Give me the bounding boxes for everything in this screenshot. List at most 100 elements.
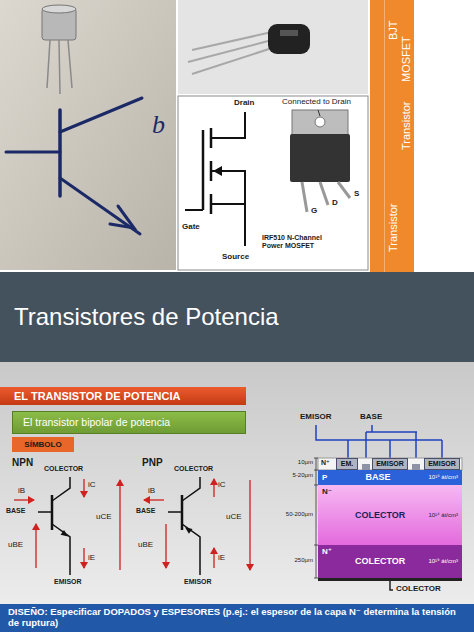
leader-line xyxy=(318,110,320,116)
terminal-name: EMISOR xyxy=(184,578,212,586)
lead xyxy=(192,32,272,50)
current-name: iC xyxy=(88,480,96,489)
bar-caption: MOSFET xyxy=(400,36,413,82)
current-name: iB xyxy=(148,486,155,495)
current-name: iE xyxy=(218,553,225,562)
node-text: P xyxy=(322,473,327,482)
ink-collector xyxy=(60,98,142,132)
paper-photo xyxy=(0,0,176,270)
drawing-part xyxy=(168,511,182,513)
symbol-type: PNP xyxy=(142,457,163,469)
bar-divider xyxy=(384,0,385,272)
to92-body xyxy=(268,24,310,54)
voltage-name: uBE xyxy=(8,540,23,549)
source-wire xyxy=(211,204,245,246)
design-note-bar: DISEÑO: Especificar DOPADOS y ESPESORES … xyxy=(0,604,474,632)
dimension-line xyxy=(316,458,317,578)
body-wire xyxy=(211,171,245,204)
node-text: EL TRANSISTOR DE POTENCIA xyxy=(14,390,180,403)
symbol-tag: SÍMBOLO xyxy=(12,437,74,452)
emitter-wire xyxy=(441,440,443,458)
drawing-part xyxy=(83,548,84,568)
lead xyxy=(192,48,272,74)
channel-arrow xyxy=(213,166,222,176)
terminal-name: COLECTOR xyxy=(174,465,213,473)
ink-arrow xyxy=(110,206,134,228)
voltage-name: uCE xyxy=(96,512,112,521)
terminal-name: EMISOR xyxy=(54,578,82,586)
doping-name: N⁺ xyxy=(321,459,330,467)
emitter-wire xyxy=(389,440,391,458)
drawing-part xyxy=(144,499,164,500)
top-surface xyxy=(318,458,462,470)
base-wire xyxy=(371,425,373,432)
panel-frame xyxy=(178,96,368,270)
collector-wire xyxy=(390,581,393,590)
subtitle-box: El transistor bipolar de potencia xyxy=(12,411,246,434)
drawing-part xyxy=(38,511,52,513)
current-name: iE xyxy=(88,553,95,562)
part-caption: IRF510 N-Channel Power MOSFET xyxy=(262,234,342,250)
drawing-part xyxy=(14,499,34,500)
node-text: COLECTOR xyxy=(355,510,405,520)
mosfet-panel xyxy=(178,96,368,270)
pin-name: Drain xyxy=(234,98,254,107)
dimension: 50-200µm xyxy=(286,511,313,518)
metal-tab xyxy=(292,110,348,136)
terminal-name: BASE xyxy=(136,507,155,515)
pin-letter: S xyxy=(354,189,359,198)
emitter-region: EMISOR xyxy=(424,458,460,470)
node-text: 10¹⁶ át/cm³ xyxy=(429,474,458,481)
handwritten-letter: b xyxy=(152,110,165,140)
node-text: EMISOR xyxy=(428,460,456,468)
terminal-name: EMISOR xyxy=(300,412,332,421)
pin-letter: D xyxy=(332,198,338,207)
drawing-part xyxy=(165,524,166,568)
node-text: COLECTOR xyxy=(355,556,405,566)
lead xyxy=(47,40,50,88)
drain-wire xyxy=(211,112,245,138)
gate-lead xyxy=(185,209,203,211)
npn-symbol xyxy=(14,477,120,575)
voltage-name: uBE xyxy=(138,540,153,549)
drawing-part xyxy=(213,548,214,568)
drawing-part xyxy=(213,479,214,497)
top-ground xyxy=(0,0,474,272)
gate-plate xyxy=(202,130,205,210)
bar-caption: BJT xyxy=(387,20,400,40)
gate-pin xyxy=(302,182,307,212)
node-text: EM. xyxy=(341,460,353,468)
pin-name: Source xyxy=(222,252,249,261)
orange-bar xyxy=(370,0,414,272)
source-pin xyxy=(338,182,350,198)
dimension: 250µm xyxy=(295,557,313,564)
drawing-part xyxy=(119,480,120,570)
n-drift-layer: N⁻COLECTOR10¹⁴ át/cm³ xyxy=(318,485,462,545)
drawing-part xyxy=(249,480,250,570)
drawing-part xyxy=(182,477,200,501)
title-text: Transistores de Potencia xyxy=(14,303,279,331)
node-text: BASE xyxy=(365,472,390,482)
terminal-name: BASE xyxy=(360,412,382,421)
callout-note: Connected to Drain xyxy=(282,97,351,106)
to247-body xyxy=(290,134,350,182)
terminal-name: COLECTOR xyxy=(396,584,441,593)
bar-caption: Transistor xyxy=(387,204,400,253)
pnp-symbol xyxy=(144,477,250,575)
p-base-layer: P BASE 10¹⁶ át/cm³ xyxy=(318,470,462,485)
dimension: 10µm xyxy=(298,459,313,466)
drawing-part xyxy=(185,527,193,534)
base-wire xyxy=(366,431,417,433)
title-band: Transistores de Potencia xyxy=(0,272,474,362)
dimension-tick xyxy=(314,458,318,459)
lead xyxy=(68,40,72,88)
slide-ground xyxy=(0,362,474,632)
voltage-name: uCE xyxy=(226,512,242,521)
node-text: N⁺ xyxy=(322,547,332,556)
ink-base-lead xyxy=(6,151,60,154)
emitter-wire xyxy=(316,425,442,440)
ink-emitter xyxy=(60,178,140,234)
emitter-region: EMISOR xyxy=(372,458,408,470)
emitter-region: EM. xyxy=(336,458,358,470)
